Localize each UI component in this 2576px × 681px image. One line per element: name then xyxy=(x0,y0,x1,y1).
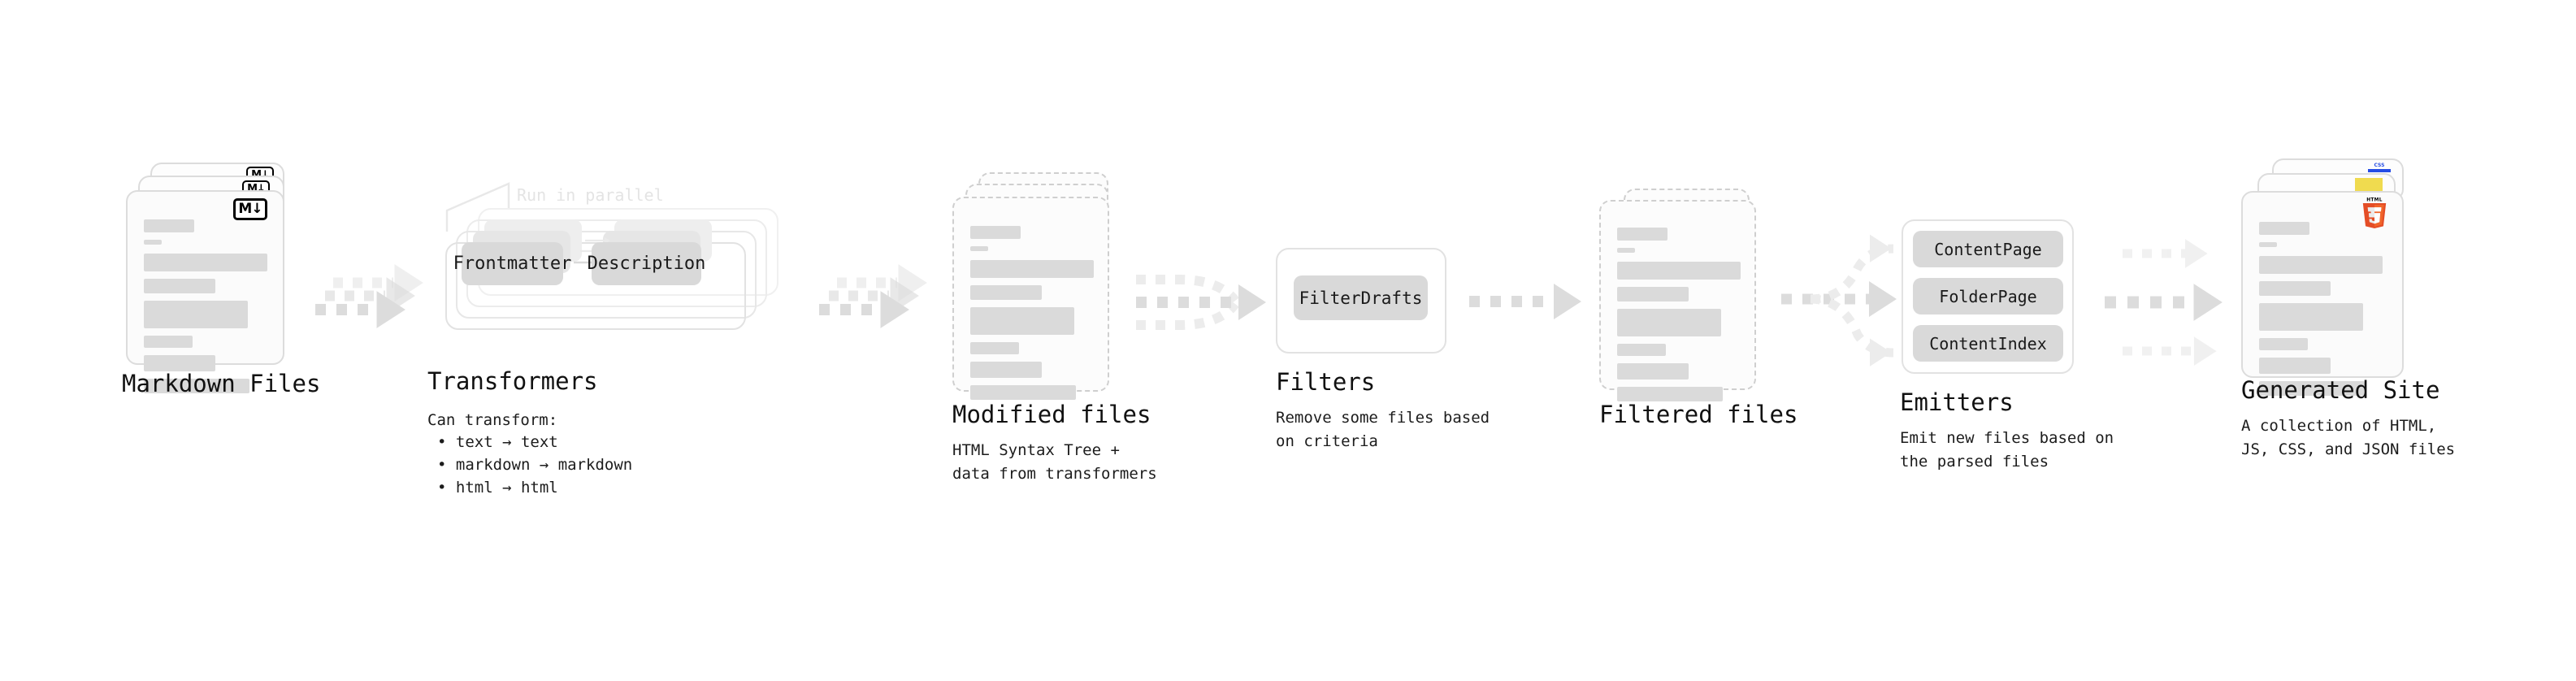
content-line xyxy=(144,355,215,371)
content-line xyxy=(1617,387,1723,401)
stage-title-filtered-files: Filtered files xyxy=(1599,401,1798,428)
content-line xyxy=(970,246,988,251)
stage-modified-files: Modified files HTML Syntax Tree + data f… xyxy=(952,172,1157,483)
content-line xyxy=(1617,363,1689,380)
transformer-bullet-2: • html → html xyxy=(437,479,558,497)
stage-generated-site: CSS HTML xyxy=(2241,158,2455,458)
run-in-parallel-annotation: Run in parallel xyxy=(517,185,664,205)
transformer-bullet-1: • markdown → markdown xyxy=(437,456,633,474)
content-line xyxy=(970,226,1021,239)
content-line xyxy=(144,219,194,232)
js-icon xyxy=(2355,178,2383,191)
svg-text:HTML: HTML xyxy=(2366,197,2383,202)
content-line xyxy=(970,362,1042,378)
content-line xyxy=(2259,381,2365,396)
content-line xyxy=(2259,281,2331,296)
content-line xyxy=(970,307,1074,335)
stage-desc-emitters: Emit new files based on the parsed files xyxy=(1900,429,2114,471)
markdown-doc-stack: M↓ M↓ M↓ xyxy=(126,163,313,439)
filtered-doc-content-lines xyxy=(1617,228,1741,409)
stage-filtered-files: Filtered files xyxy=(1599,189,1798,428)
transformer-pill-description[interactable]: Description xyxy=(588,242,705,285)
content-line xyxy=(970,385,1076,400)
filters-box xyxy=(1276,248,1446,354)
content-line xyxy=(144,240,162,245)
content-line xyxy=(1617,344,1666,356)
stage-title-markdown-files: Markdown Files xyxy=(122,370,321,397)
emitter-pill-folderpage[interactable]: FolderPage xyxy=(1913,278,2063,314)
css-icon-label: CSS xyxy=(2374,163,2385,168)
content-line xyxy=(2259,222,2309,235)
content-line xyxy=(1617,309,1721,336)
connector-transformers-to-modified xyxy=(819,264,927,328)
filtered-doc-stack xyxy=(1599,189,1770,408)
html5-icon: HTML xyxy=(2362,197,2387,228)
modified-doc-stack xyxy=(952,172,1123,400)
css-icon: CSS xyxy=(2367,163,2392,174)
generated-doc-content-lines xyxy=(2259,222,2383,403)
emitters-box xyxy=(1902,219,2074,374)
markdown-icon-glyph: M↓ xyxy=(238,201,262,217)
content-line xyxy=(970,342,1019,354)
stage-title-transformers: Transformers xyxy=(427,367,598,395)
content-line xyxy=(2259,303,2363,331)
stage-markdown-files: M↓ M↓ M↓ Markdown Files xyxy=(122,163,320,439)
content-line xyxy=(1617,287,1689,301)
stage-title-filters: Filters xyxy=(1276,368,1376,396)
markdown-icon-front: M↓ xyxy=(233,198,267,220)
content-line xyxy=(1617,262,1741,280)
stage-desc-modified-files: HTML Syntax Tree + data from transformer… xyxy=(952,441,1157,483)
stage-desc-generated-site: A collection of HTML, JS, CSS, and JSON … xyxy=(2241,417,2456,458)
css-icon-bar xyxy=(2368,169,2391,172)
connector-modified-to-filters xyxy=(1136,275,1266,330)
content-line xyxy=(2259,242,2277,247)
content-line xyxy=(970,260,1094,278)
stage-title-generated-site: Generated Site xyxy=(2241,376,2440,404)
emitter-pill-contentpage[interactable]: ContentPage xyxy=(1913,231,2063,267)
content-line xyxy=(970,285,1042,300)
content-line xyxy=(1617,248,1635,253)
content-line xyxy=(2259,358,2331,374)
filter-pill-filterdrafts[interactable]: FilterDrafts xyxy=(1294,275,1428,320)
content-line xyxy=(144,279,215,293)
content-line xyxy=(144,301,248,328)
transformer-bullet-0: • text → text xyxy=(437,433,558,451)
connector-filters-to-filtered xyxy=(1469,284,1581,319)
content-line xyxy=(144,379,249,393)
content-line xyxy=(2259,338,2308,350)
content-line xyxy=(144,254,267,271)
modified-doc-content-lines xyxy=(970,226,1094,407)
content-line xyxy=(1617,228,1667,241)
transformer-pill-frontmatter[interactable]: Frontmatter xyxy=(453,242,571,285)
connector-md-to-transformers xyxy=(315,264,423,328)
connector-filtered-to-emitters xyxy=(1781,234,1897,367)
emitter-pill-contentindex[interactable]: ContentIndex xyxy=(1913,325,2063,362)
stage-title-emitters: Emitters xyxy=(1900,388,2014,416)
generated-doc-stack: CSS HTML xyxy=(2241,158,2428,427)
stage-title-modified-files: Modified files xyxy=(952,401,1151,428)
content-line xyxy=(2259,256,2383,274)
connector-emitters-to-site xyxy=(2105,239,2223,366)
stage-desc-filters: Remove some files based on criteria xyxy=(1276,409,1490,450)
content-line xyxy=(144,336,193,348)
markdown-doc-content-lines xyxy=(144,219,267,401)
stage-desc-transformers: Can transform: xyxy=(427,411,558,429)
